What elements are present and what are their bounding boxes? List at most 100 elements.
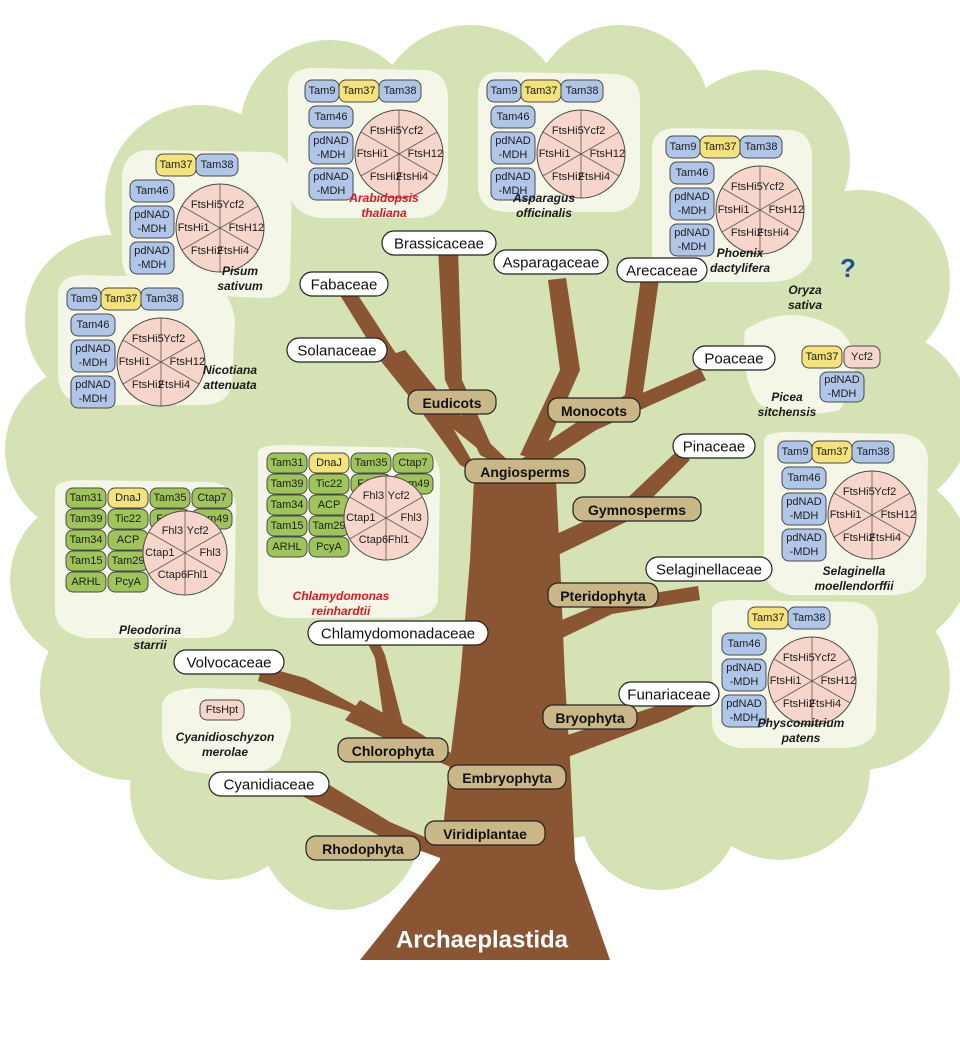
protein-set-green: Tam31DnaJTam35Ctap7Tam39Tic22FADLTam49Ta…: [65, 487, 233, 596]
protein-box: [107, 508, 149, 530]
family-label: Arecaceae: [626, 263, 698, 280]
pie-slice-ftshi2: FtsHi2: [843, 532, 875, 544]
protein-pcya: PcyA: [107, 571, 149, 593]
protein-box: [65, 571, 107, 593]
protein-box: [129, 179, 175, 203]
protein-label: -MDH: [678, 241, 707, 253]
clade-label: Embryophyta: [462, 770, 552, 786]
protein-box: [843, 345, 881, 369]
pie-slice-ycf2: Ycf2: [583, 125, 605, 137]
pie-slice-ycf2: Ycf2: [762, 181, 784, 193]
protein-box: [266, 452, 308, 474]
family-box: [307, 620, 489, 646]
species-epithet: sativum: [217, 279, 263, 293]
species-epithet: dactylifera: [710, 261, 770, 275]
clade-label: Chlorophyta: [352, 743, 435, 759]
protein-label: Tam31: [69, 492, 102, 504]
species-genus: Nicotiana: [203, 363, 257, 377]
pie-divider: [122, 339, 162, 363]
protein-label: pdNAD: [495, 171, 531, 183]
species-genus: Chlamydomonas: [293, 589, 390, 603]
protein-pdnad-mdh: pdNAD-MDH: [308, 131, 354, 165]
protein-label: Tam46: [496, 111, 529, 123]
protein-tam15: Tam15: [65, 550, 107, 572]
clade-pteridophyta: Pteridophyta: [547, 582, 659, 608]
protein-box: [308, 167, 354, 201]
pie-slice-ftshi5: FtsHi5: [191, 199, 223, 211]
protein-label: PcyA: [115, 576, 141, 588]
pie-slice-ftshi4: FtsHi4: [757, 227, 789, 239]
species-epithet: sitchensis: [758, 405, 817, 419]
pie-slice-ftshi1: FtsHi1: [357, 148, 389, 160]
protein-box: [851, 440, 895, 464]
family-label: Chlamydomonadaceae: [321, 626, 475, 643]
protein-box: [308, 452, 350, 474]
protein-box: [781, 492, 827, 526]
protein-tam46: Tam46: [781, 466, 827, 490]
pie-slice-ftsh12: FtsH12: [590, 148, 625, 160]
protein-label: pdNAD: [134, 209, 170, 221]
family-box: [381, 230, 497, 256]
protein-tam29: Tam29: [107, 550, 149, 572]
pie-divider: [398, 153, 438, 177]
clade-box: [464, 458, 586, 484]
protein-label: Tam35: [354, 457, 387, 469]
clade-box: [447, 764, 567, 790]
protein-label: Tam37: [703, 141, 736, 153]
pie-slice-ftshi4: FtsHi4: [158, 379, 190, 391]
family-box: [173, 649, 285, 675]
protein-pdnad-mdh: pdNAD-MDH: [721, 658, 767, 692]
pie-divider: [160, 339, 200, 363]
protein-label: Tam46: [727, 638, 760, 650]
pie-slice-ftshi5: FtsHi5: [843, 486, 875, 498]
pie-divider: [385, 517, 423, 540]
protein-box: [70, 339, 116, 373]
protein-tam46: Tam46: [669, 161, 715, 185]
protein-box: [490, 167, 536, 201]
pie-divider: [398, 131, 438, 155]
protein-label: Ctap7: [197, 492, 226, 504]
pie-slice-ycf2: Ycf2: [874, 486, 896, 498]
clade-box: [547, 397, 641, 423]
pie-slice-ftsh12: FtsH12: [170, 356, 205, 368]
clade-label: Eudicots: [422, 395, 481, 411]
protein-label: Tam9: [71, 293, 98, 305]
pie-slice-ftshi4: FtsHi4: [217, 245, 249, 257]
protein-tam29: Tam29: [308, 515, 350, 537]
pie-divider: [542, 131, 582, 155]
pie-slice-ycf2: Ycf2: [187, 525, 209, 537]
protein-label: Tam15: [69, 555, 102, 567]
protein-label: -MDH: [790, 546, 819, 558]
pie-slice-ftshi5: FtsHi5: [552, 125, 584, 137]
protein-box: [721, 632, 767, 656]
protein-tam37: Tam37: [338, 79, 380, 103]
protein-box: [266, 494, 308, 516]
clade-gymnosperms: Gymnosperms: [572, 496, 702, 522]
family-box: [493, 249, 609, 275]
protein-pdnad-mdh: pdNAD-MDH: [669, 187, 715, 221]
protein-tam39: Tam39: [266, 473, 308, 495]
protein-pdnad-mdh: pdNAD-MDH: [70, 339, 116, 373]
protein-tam37: Tam37: [100, 287, 142, 311]
pie-slice-ftshi1: FtsHi1: [830, 509, 862, 521]
pie-slice-ftshi2: FtsHi2: [191, 245, 223, 257]
protein-ctap7: Ctap7: [191, 487, 233, 509]
protein-tam37: Tam37: [699, 135, 741, 159]
protein-tam35: Tam35: [350, 452, 392, 474]
species-epithet: officinalis: [516, 206, 572, 220]
protein-label: pdNAD: [75, 343, 111, 355]
protein-box: [721, 694, 767, 728]
protein-tam37: Tam37: [520, 79, 562, 103]
protein-tam46: Tam46: [308, 105, 354, 129]
clade-label: Angiosperms: [480, 464, 570, 480]
pie-divider: [580, 131, 620, 155]
pie-slice-ftshi2: FtsHi2: [783, 698, 815, 710]
pie-slice-ftshi5: FtsHi5: [370, 125, 402, 137]
pie-slice-ftsh12: FtsH12: [769, 204, 804, 216]
